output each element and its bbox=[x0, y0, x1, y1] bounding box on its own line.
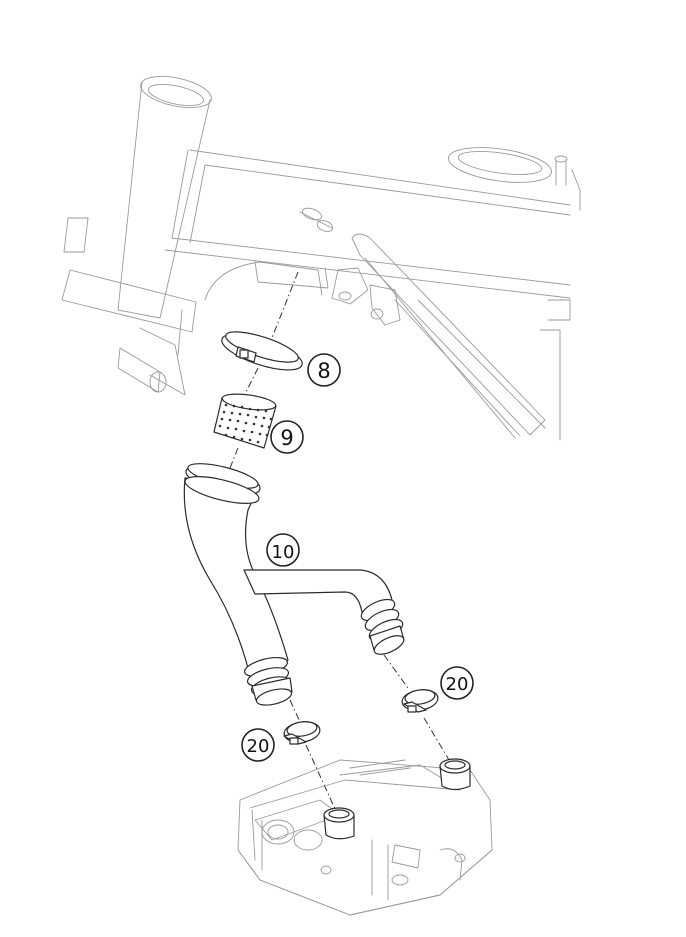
hose-clamp-right[interactable] bbox=[401, 688, 439, 713]
callout-20-right: 20 bbox=[440, 666, 474, 700]
carb-inlet-left bbox=[323, 807, 355, 840]
carburetor-body bbox=[237, 758, 493, 916]
filter-screen[interactable] bbox=[213, 391, 277, 449]
assembly-centerlines bbox=[225, 271, 453, 821]
callout-20-left-label: 20 bbox=[247, 736, 270, 757]
callout-20-right-label: 20 bbox=[446, 674, 469, 695]
callout-10-label: 10 bbox=[272, 542, 295, 563]
hose-clamp-top[interactable] bbox=[218, 326, 306, 378]
carb-inlet-right bbox=[439, 758, 471, 791]
callout-20-left: 20 bbox=[241, 728, 275, 762]
hose-clamp-left[interactable] bbox=[283, 720, 321, 745]
intake-hose[interactable] bbox=[183, 459, 407, 709]
callout-9-label: 9 bbox=[280, 426, 293, 450]
callout-8-label: 8 bbox=[317, 359, 330, 383]
callout-9: 9 bbox=[270, 420, 304, 454]
frame-assembly bbox=[61, 75, 581, 441]
callout-10: 10 bbox=[266, 533, 300, 567]
left-outlet-ribs bbox=[243, 656, 293, 706]
right-outlet-ribs bbox=[360, 598, 405, 655]
callout-8: 8 bbox=[307, 353, 341, 387]
